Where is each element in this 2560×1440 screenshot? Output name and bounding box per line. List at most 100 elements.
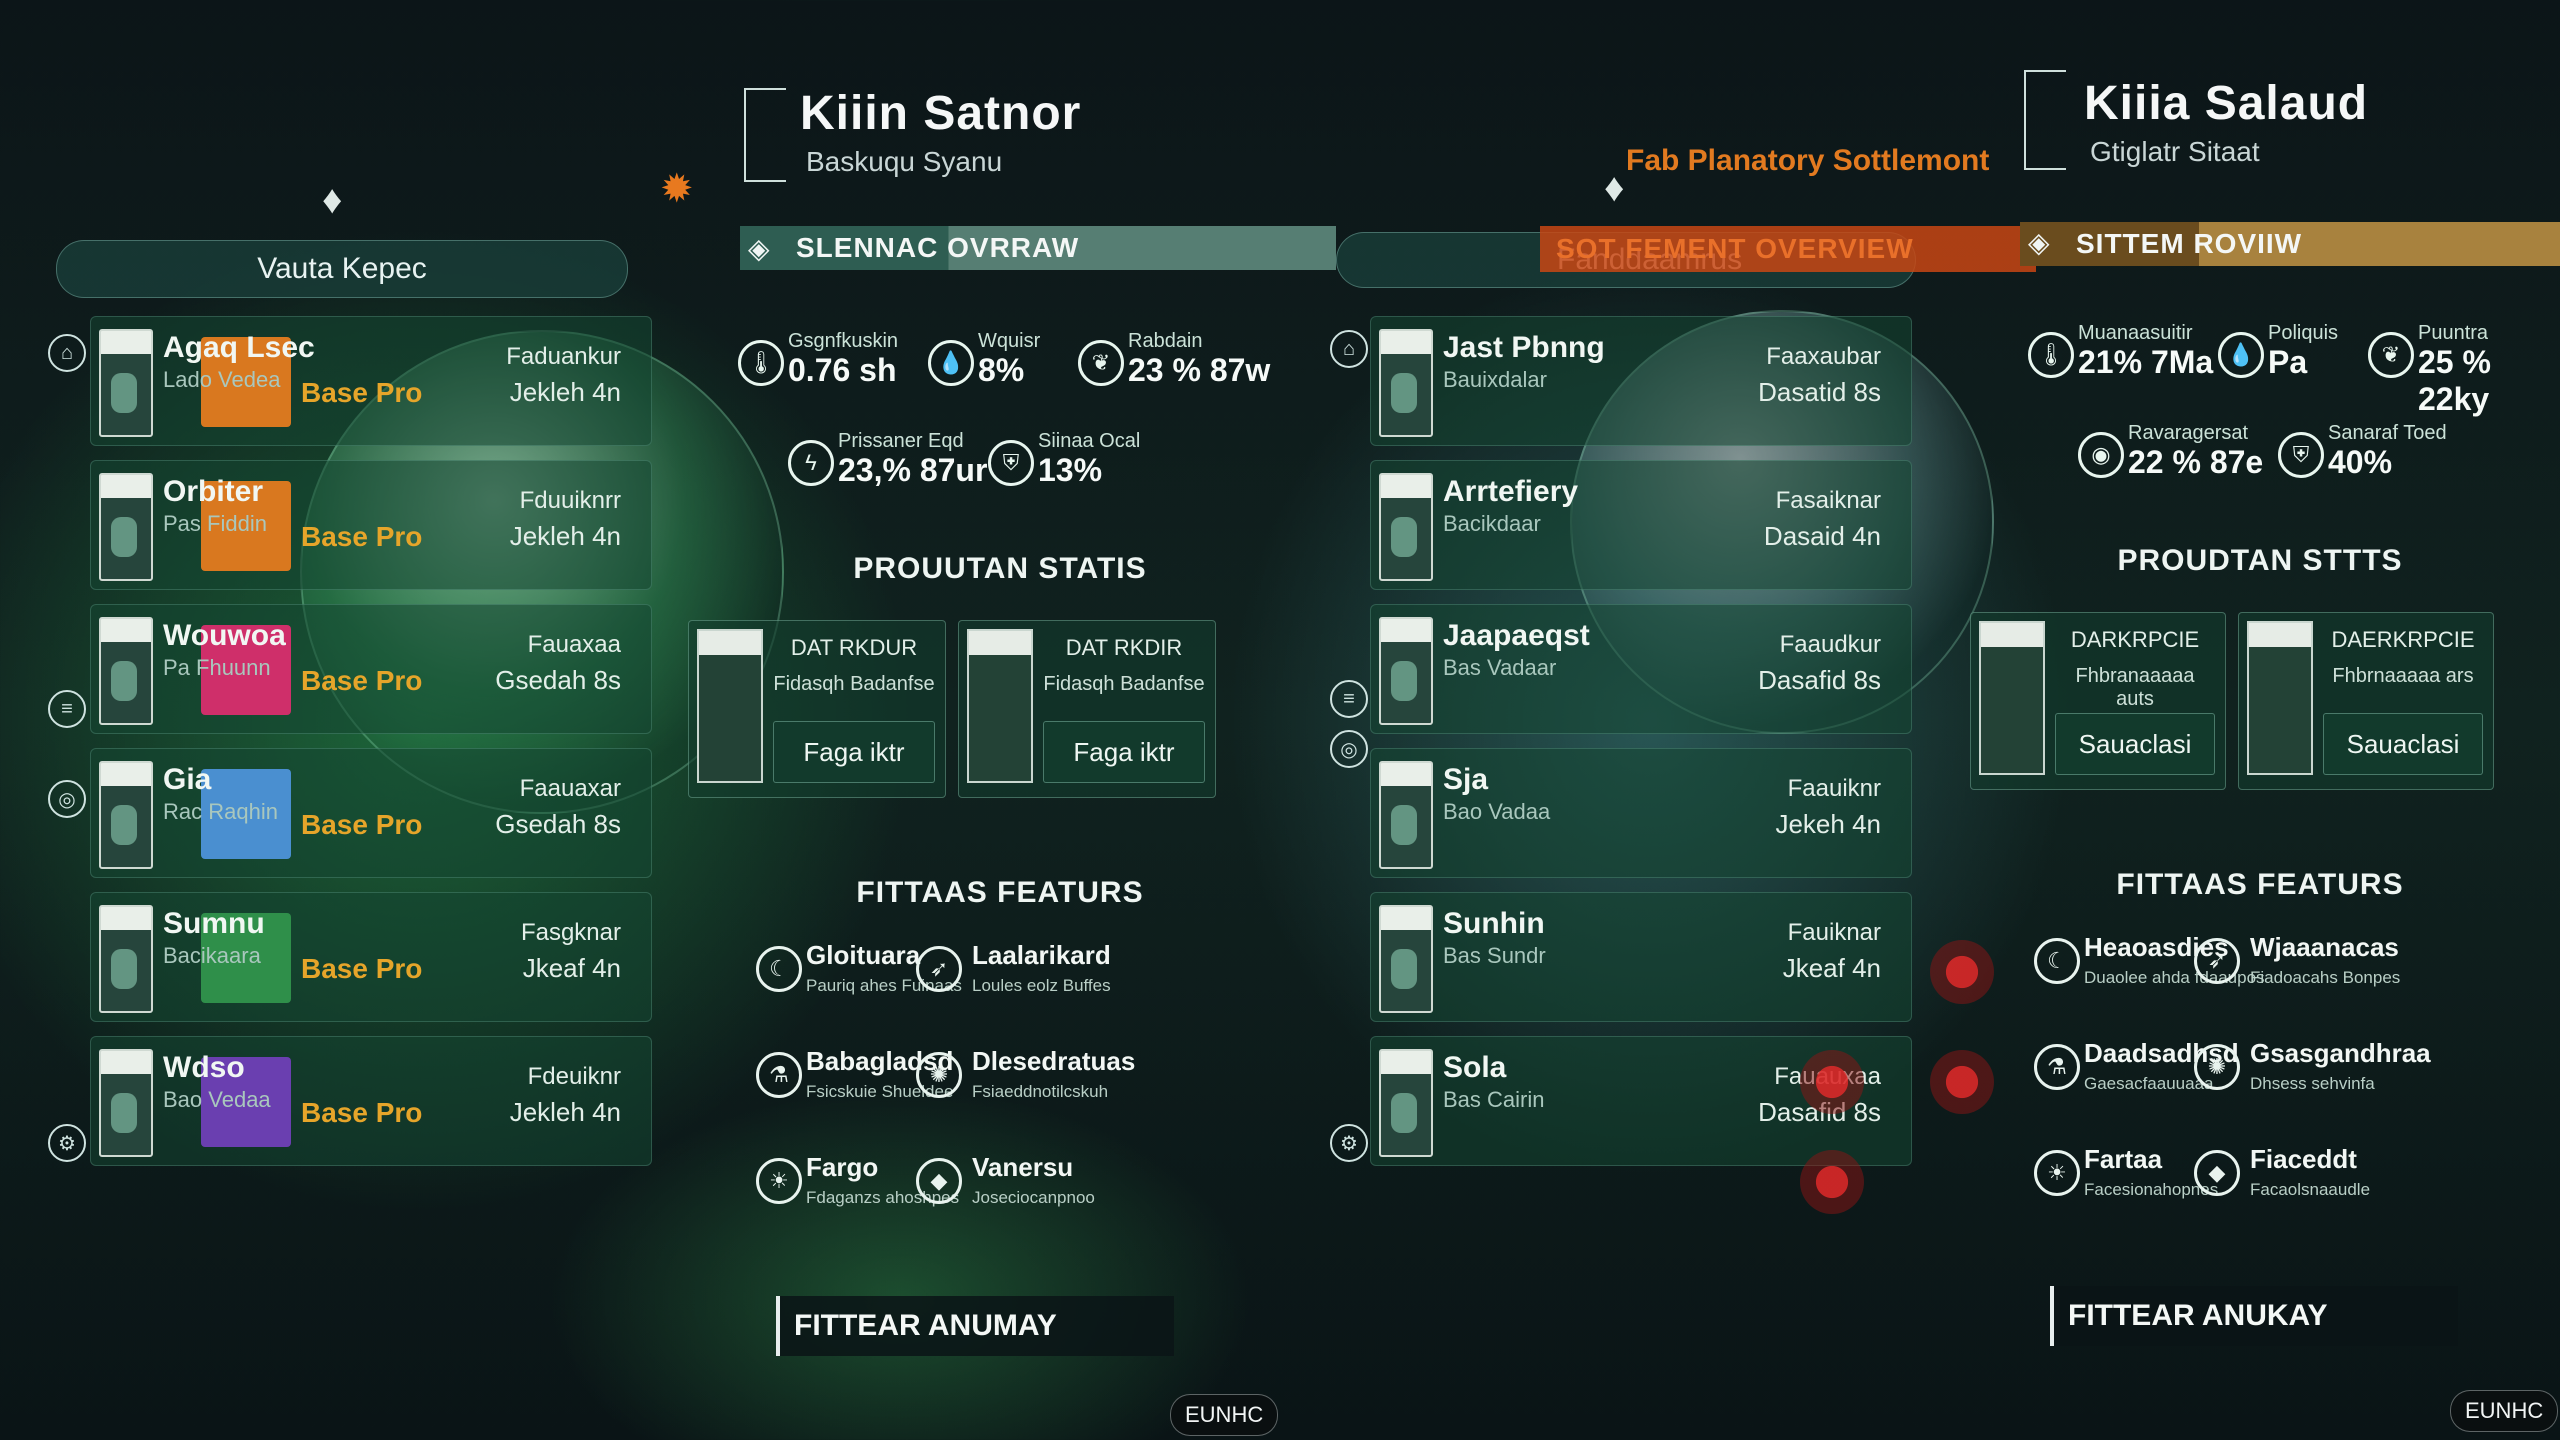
settlement-info-1: Faauaxar (519, 775, 621, 802)
settlement-card-thumbnail (1379, 617, 1433, 725)
settlement-subtitle: Lado Vedea (163, 367, 281, 392)
production-card-title: DAT RKDUR (790, 635, 918, 660)
gear-icon[interactable]: ✹ (660, 167, 694, 211)
feature-description: Facaolsnaaudle (2250, 1180, 2371, 1199)
feature-description: Loules eolz Buffes (972, 976, 1111, 995)
settlement-info-1: Fasaiknar (1775, 487, 1881, 514)
planet-thumbnail (201, 481, 291, 571)
feature-description: Joseciocanpnoo (972, 1188, 1095, 1207)
atom-icon: ✺ (2194, 1044, 2240, 1090)
feature-description: Gaesacfaauuaaa (2084, 1074, 2214, 1093)
settlement-tag: Base Pro (301, 809, 423, 840)
production-card-image (967, 629, 1033, 783)
feature-description: Fsiaeddnotilcskuh (972, 1082, 1109, 1101)
settlement-card-thumbnail (99, 905, 153, 1013)
settlement-info-2: Gsedah 8s (495, 665, 621, 695)
confirm-button-left[interactable]: EUNHC (1170, 1394, 1279, 1436)
settlement-card-thumbnail (99, 761, 153, 869)
confirm-button-right[interactable]: EUNHC (2450, 1390, 2559, 1432)
sidebar-settings-icon[interactable]: ⚙ (48, 1124, 86, 1162)
settlement-name: Agaq Lsec (163, 331, 315, 364)
sidebar-list-icon[interactable]: ≡ (48, 690, 86, 728)
planet-subtitle-left: Baskuqu Syanu (806, 146, 1003, 177)
settlement-card-thumbnail (1379, 905, 1433, 1013)
settlement-info-2: Jkeaf 4n (1782, 953, 1881, 983)
sidebar-list-icon-right[interactable]: ≡ (1330, 680, 1368, 718)
settlement-name: Jast Pbnng (1443, 331, 1605, 364)
features-section-title-left: FITTAAS FEATURS (856, 876, 1144, 909)
bolt-icon: ϟ (788, 440, 834, 486)
sidebar-home-icon-right[interactable]: ⌂ (1330, 330, 1368, 368)
thermometer-icon: 🌡 (738, 340, 784, 386)
planet-title-right: Kiiia Salaud (2084, 77, 2369, 130)
settlement-tag: Base Pro (301, 1097, 423, 1128)
settlement-tag: Base Pro (301, 377, 423, 408)
feature-description: Dhsess sehvinfa (2250, 1074, 2375, 1093)
settlement-card-thumbnail (99, 617, 153, 725)
production-card-title: DARKRPCIE (2070, 627, 2200, 652)
settlement-subtitle: Bas Cairin (1443, 1087, 1545, 1112)
gem-icon: ◆ (916, 1158, 962, 1204)
settlement-name: Orbiter (163, 475, 264, 508)
production-card-button[interactable]: Faga iktr (773, 721, 935, 783)
feature-name: Vanersu (972, 1152, 1074, 1182)
thermometer-icon: 🌡 (2028, 332, 2074, 378)
sidebar-settings-icon-right[interactable]: ⚙ (1330, 1124, 1368, 1162)
settlement-info-2: Gsedah 8s (495, 809, 621, 839)
leaf-icon: ❦ (1078, 340, 1124, 386)
settlement-info-2: Jekleh 4n (509, 521, 621, 551)
settlement-tag: Base Pro (301, 953, 423, 984)
sidebar-map-icon[interactable]: ◎ (48, 780, 86, 818)
settlement-info-1: Faduankur (506, 343, 621, 370)
production-card-button[interactable]: Faga iktr (1043, 721, 1205, 783)
management-button-left[interactable]: FITTEAR ANUMAY (776, 1296, 1174, 1356)
production-card-button[interactable]: Sauaclasi (2055, 713, 2215, 775)
management-button-right[interactable]: FITTEAR ANUKAY (2050, 1286, 2458, 1346)
stat-value: 23,% 87ur (838, 452, 988, 488)
planet-thumbnail (201, 769, 291, 859)
alert-marker (1930, 1050, 1994, 1114)
stat-value: 22 % 87e (2128, 444, 2264, 480)
settlement-name: Wdso (163, 1051, 245, 1084)
planet-title-left: Kiiin Satnor (800, 87, 1082, 140)
feature-description: Fiadoacahs Bonpes (2250, 968, 2401, 987)
production-card-button[interactable]: Sauaclasi (2323, 713, 2483, 775)
settlement-name: Wouwoa (163, 619, 286, 652)
production-card-subtitle: Fidasqh Badanfse (773, 673, 935, 695)
settlement-info-1: Fasgknar (520, 919, 621, 946)
tab-planets-left[interactable]: Vauta Kepec (56, 240, 628, 298)
stat-label: Poliquis (2268, 322, 2339, 344)
moon-icon: ☾ (756, 946, 802, 992)
feature-name: Laalarikard (972, 940, 1111, 970)
stat-value: 0.76 sh (788, 352, 897, 388)
sidebar-home-icon[interactable]: ⌂ (48, 334, 86, 372)
stat-value: 21% 7Ma (2078, 344, 2214, 380)
settlement-subtitle: Rac Raqhin (163, 799, 278, 824)
stat-label: Siinaa Ocal (1038, 430, 1141, 452)
sidebar-map-icon-right[interactable]: ◎ (1330, 730, 1368, 768)
settlement-card-thumbnail (1379, 473, 1433, 581)
production-card-image (2247, 621, 2313, 775)
settlement-info-2: Jkeaf 4n (522, 953, 621, 983)
settlement-info-2: Dasafid 8s (1758, 665, 1881, 695)
overview-icon-right: ◈ (2028, 227, 2050, 258)
stat-value: 25 % 22ky (2418, 344, 2491, 417)
settlement-info-1: Fdeuiknr (527, 1063, 621, 1090)
stat-value: 23 % 87w (1128, 352, 1271, 388)
production-card-image (697, 629, 763, 783)
settlement-info-2: Jekleh 4n (509, 377, 621, 407)
settlement-overview-bar: SOT FEMENT OVERVIEW (1540, 226, 2036, 272)
overview-bar-right: SITTEM ROVIIW (2020, 222, 2560, 266)
